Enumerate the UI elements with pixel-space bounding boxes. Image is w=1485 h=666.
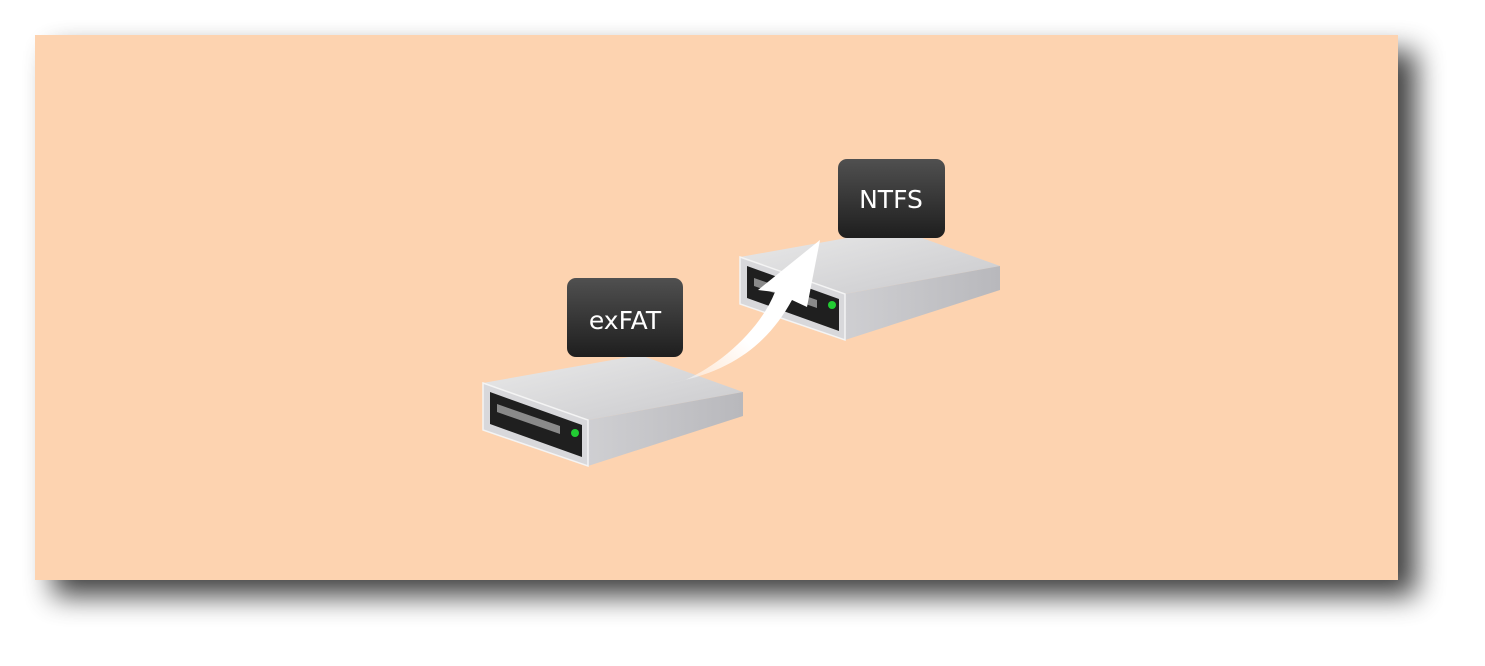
target-format-label: NTFS [859,185,923,214]
target-format-tag [838,159,945,238]
drive-led-icon [571,429,579,437]
source-format-tag [567,278,683,357]
background-panel [35,35,1398,580]
curved-arrow-icon [670,240,820,383]
target-drive: NTFS [739,159,1001,341]
source-format-label: exFAT [589,306,662,335]
source-drive: exFAT [482,278,744,467]
drive-led-icon [828,301,836,309]
